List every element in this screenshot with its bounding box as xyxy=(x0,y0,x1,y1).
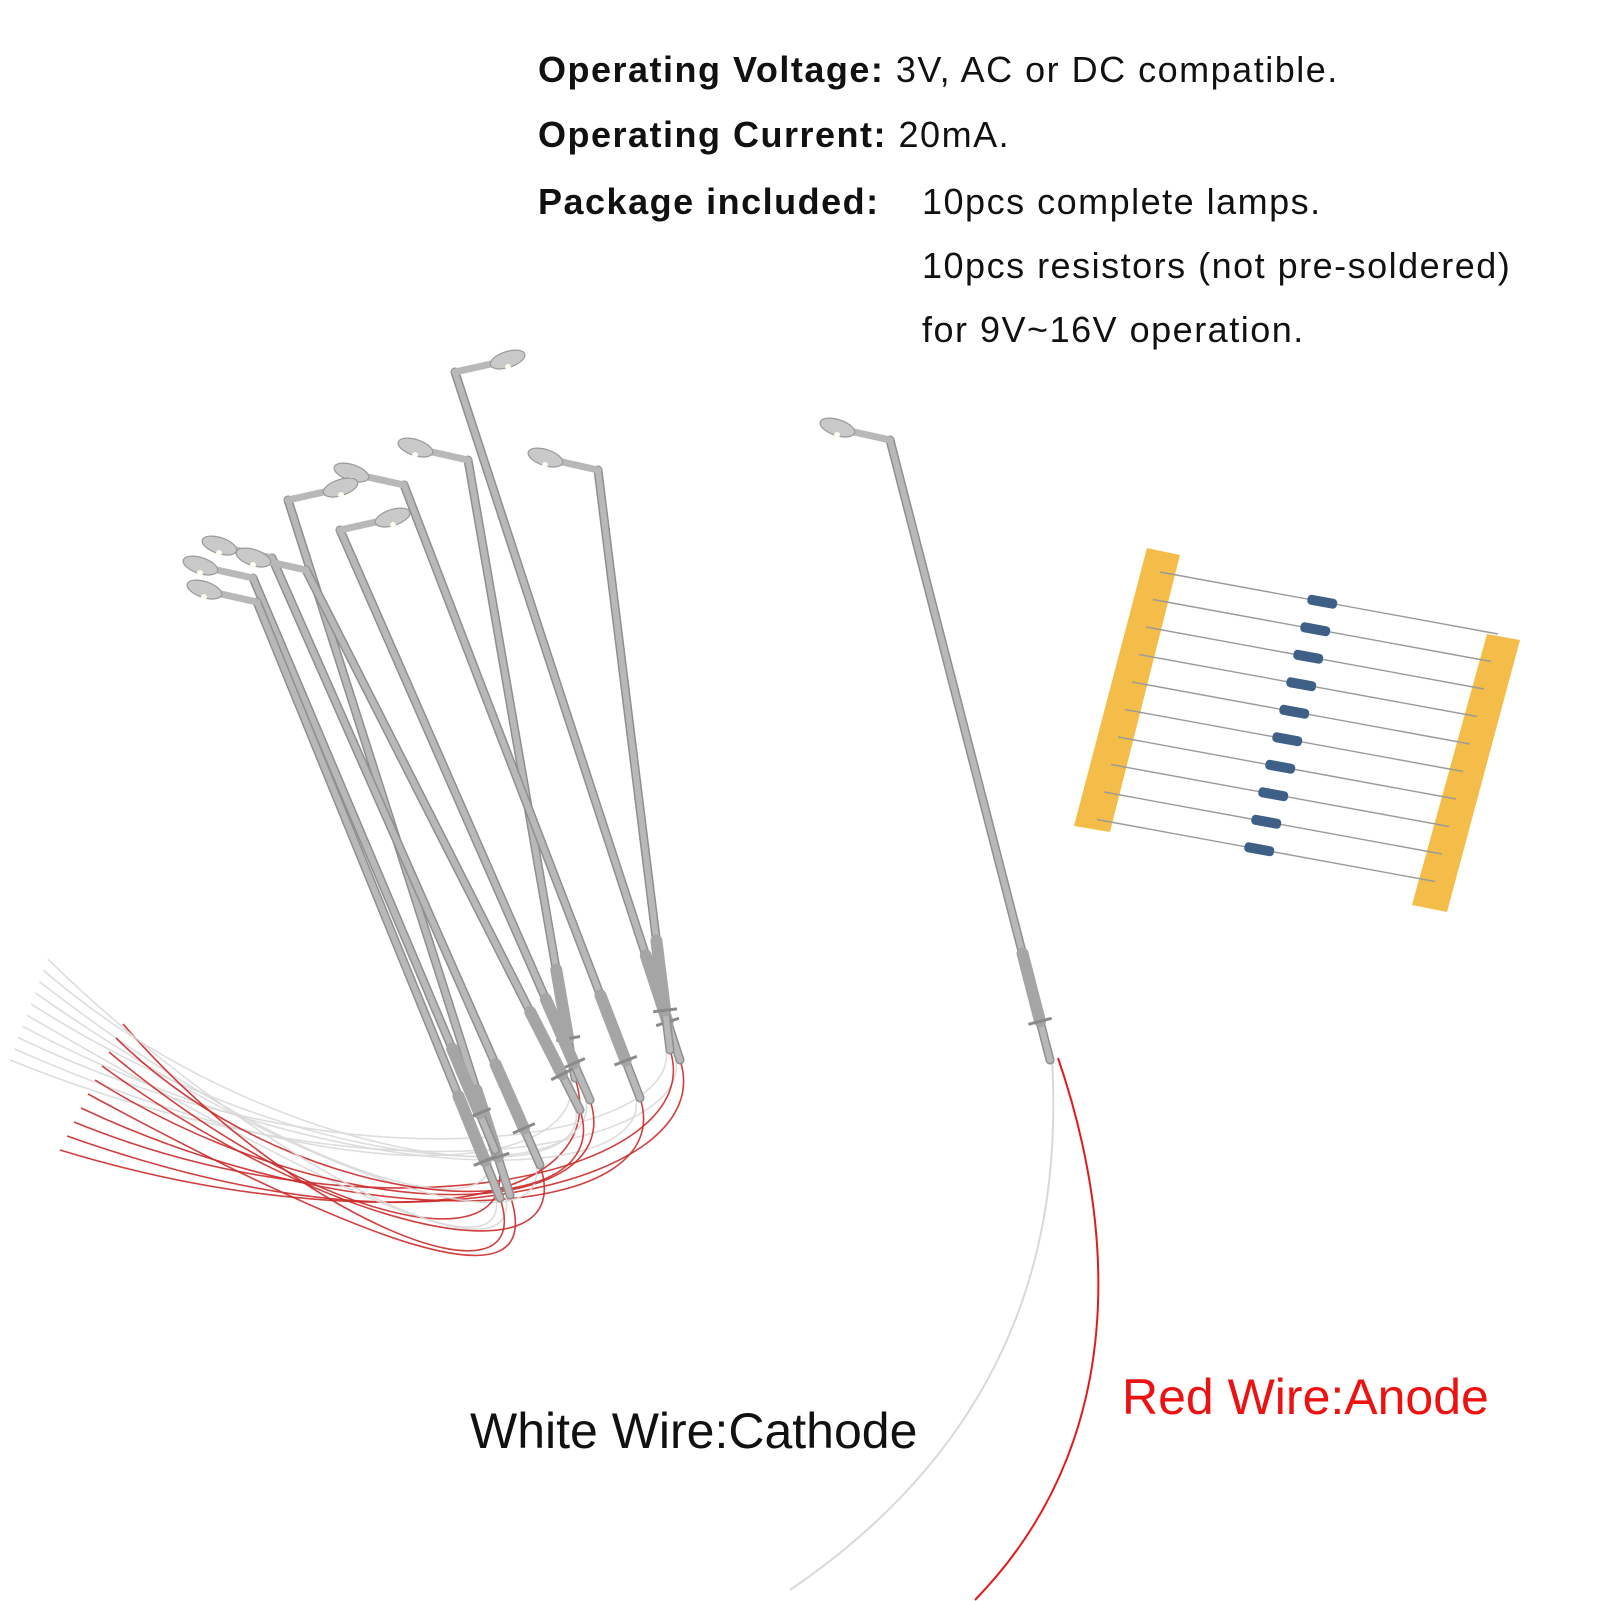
current-label: Operating Current: xyxy=(538,114,888,155)
resistor-body xyxy=(1307,594,1338,609)
current-value: 20mA. xyxy=(898,114,1011,155)
led-icon xyxy=(216,550,222,556)
package-label: Package included: xyxy=(538,181,880,222)
package-spec: Package included: xyxy=(538,184,880,220)
white-wire xyxy=(47,958,498,1229)
red-wire xyxy=(974,1057,1100,1601)
lamp-base-sleeve xyxy=(489,1058,530,1135)
white-wire xyxy=(38,980,493,1190)
lamp-base-sleeve xyxy=(594,989,632,1067)
single-lamp xyxy=(789,417,1100,1601)
street-lamp xyxy=(397,437,581,1083)
lamp-pole xyxy=(452,369,683,1063)
street-lamp xyxy=(186,579,505,1203)
lamp-base-sleeve xyxy=(1016,947,1047,1028)
resistor-body xyxy=(1265,759,1296,774)
led-icon xyxy=(834,432,840,438)
resistor-body xyxy=(1258,787,1289,802)
lamp-flange xyxy=(562,1057,586,1070)
street-lamp xyxy=(819,417,1055,1065)
resistor xyxy=(1145,626,1485,690)
resistor-tape-strip xyxy=(1074,548,1520,912)
led-icon xyxy=(505,364,511,370)
lamp-base-sleeve xyxy=(446,1042,486,1120)
white-wire xyxy=(13,1048,573,1157)
lamp-flange xyxy=(512,1122,536,1135)
led-icon xyxy=(412,452,418,458)
street-lamp xyxy=(335,507,595,1105)
tape-left xyxy=(1074,548,1180,832)
resistor xyxy=(1152,598,1492,663)
resistor xyxy=(1110,763,1450,828)
street-lamp xyxy=(527,447,678,1055)
red-wire xyxy=(101,1065,546,1232)
resistor-body xyxy=(1286,677,1317,692)
led-icon xyxy=(542,462,548,468)
lamp-flange xyxy=(1028,1016,1052,1026)
package-line-1: 10pcs complete lamps. xyxy=(922,181,1322,222)
white-wire xyxy=(22,1025,638,1161)
red-wire xyxy=(115,1037,585,1193)
red-wire xyxy=(80,1097,645,1202)
resistor-body xyxy=(1300,622,1331,637)
red-wire xyxy=(59,1059,685,1203)
street-lamp xyxy=(182,555,500,1155)
led-icon xyxy=(197,570,203,576)
lamp-base-sleeve xyxy=(550,963,575,1045)
resistor xyxy=(1117,736,1457,800)
lamp-base-sleeve xyxy=(650,934,672,1017)
led-icon xyxy=(201,594,207,600)
resistor xyxy=(1159,571,1499,635)
voltage-value: 3V, AC or DC compatible. xyxy=(895,49,1339,90)
street-lamp xyxy=(201,535,545,1170)
red-wire xyxy=(122,1023,506,1252)
resistor xyxy=(1138,653,1478,718)
street-lamp xyxy=(235,547,585,1115)
red-wire xyxy=(87,1093,517,1257)
white-wire xyxy=(789,1057,1055,1591)
lamp-flange xyxy=(613,1054,638,1067)
red-wire xyxy=(66,1077,581,1203)
package-line-2: 10pcs resistors (not pre-soldered) xyxy=(922,245,1512,286)
lamp-base-sleeve xyxy=(539,993,580,1070)
white-wire xyxy=(43,969,577,1158)
red-wire xyxy=(94,1079,595,1196)
resistor-body xyxy=(1279,704,1310,719)
lamp-base-sleeve xyxy=(524,1005,568,1081)
led-icon xyxy=(390,522,396,528)
lamp-bundle xyxy=(182,349,685,1203)
resistor-body xyxy=(1293,649,1324,664)
resistor xyxy=(1124,708,1464,773)
lamp-flange xyxy=(473,1155,497,1167)
resistor xyxy=(1131,681,1471,745)
street-lamp xyxy=(333,462,645,1103)
white-wire-label: White Wire:Cathode xyxy=(470,1403,918,1459)
led-icon xyxy=(250,562,256,568)
lamp-flange xyxy=(550,1067,574,1082)
resistor-body xyxy=(1244,842,1275,857)
white-wire xyxy=(26,1014,508,1230)
package-line-3: for 9V~16V operation. xyxy=(922,309,1305,350)
lamp-flange xyxy=(652,1007,678,1014)
red-wire-label: Red Wire:Anode xyxy=(1122,1369,1489,1425)
resistor xyxy=(1096,818,1436,883)
white-wire xyxy=(30,1003,588,1158)
resistor-body xyxy=(1272,732,1303,747)
tape-right xyxy=(1412,634,1520,912)
lamp-base-sleeve xyxy=(452,1090,491,1167)
voltage-spec: Operating Voltage: 3V, AC or DC compatib… xyxy=(538,52,1339,88)
current-spec: Operating Current: 20mA. xyxy=(538,117,1010,153)
resistor-body xyxy=(1251,814,1282,829)
resistor xyxy=(1103,791,1443,855)
led-icon xyxy=(338,492,344,498)
voltage-label: Operating Voltage: xyxy=(538,49,885,90)
